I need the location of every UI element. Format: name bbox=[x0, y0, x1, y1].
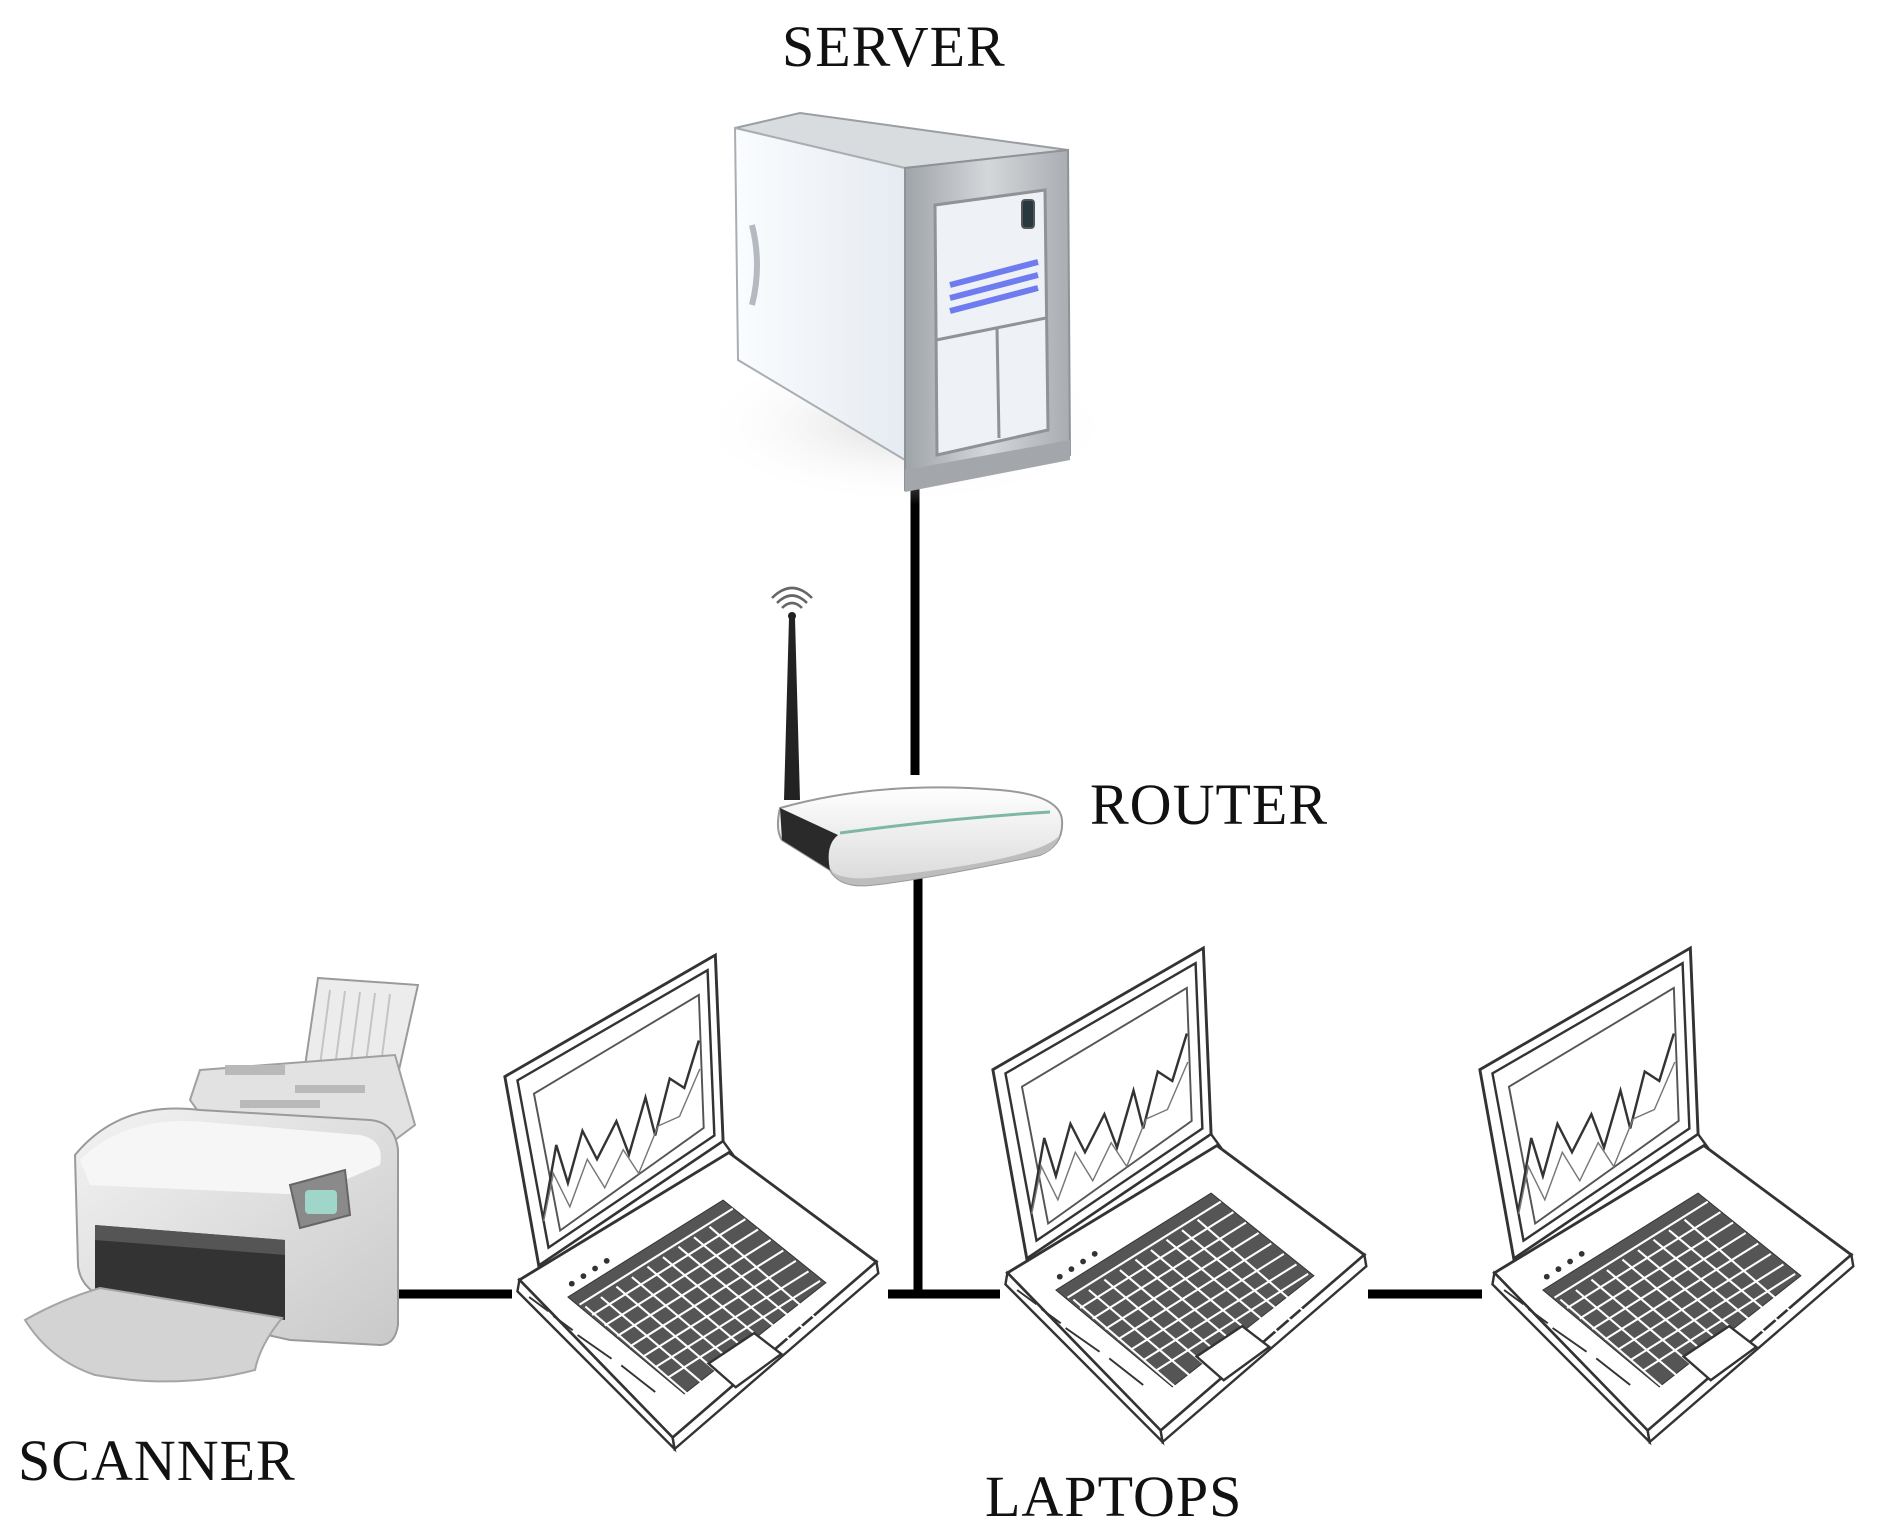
server-vents bbox=[949, 259, 1039, 314]
server-label: SERVER bbox=[782, 14, 1006, 79]
laptop-icon bbox=[1478, 946, 1855, 1444]
laptop-icon bbox=[991, 946, 1368, 1444]
router-label: ROUTER bbox=[1090, 772, 1328, 837]
scanner-label: SCANNER bbox=[18, 1428, 296, 1493]
laptop-1 bbox=[503, 953, 880, 1451]
laptop-3 bbox=[1478, 946, 1855, 1444]
network-cables bbox=[398, 478, 1482, 1299]
laptops-label: LAPTOPS bbox=[985, 1464, 1243, 1529]
laptop-2 bbox=[991, 946, 1368, 1444]
server-tower-icon bbox=[695, 111, 1115, 505]
wifi-router-icon bbox=[771, 586, 1064, 887]
document-scanner-icon bbox=[23, 976, 420, 1383]
laptop-icon bbox=[503, 953, 880, 1451]
